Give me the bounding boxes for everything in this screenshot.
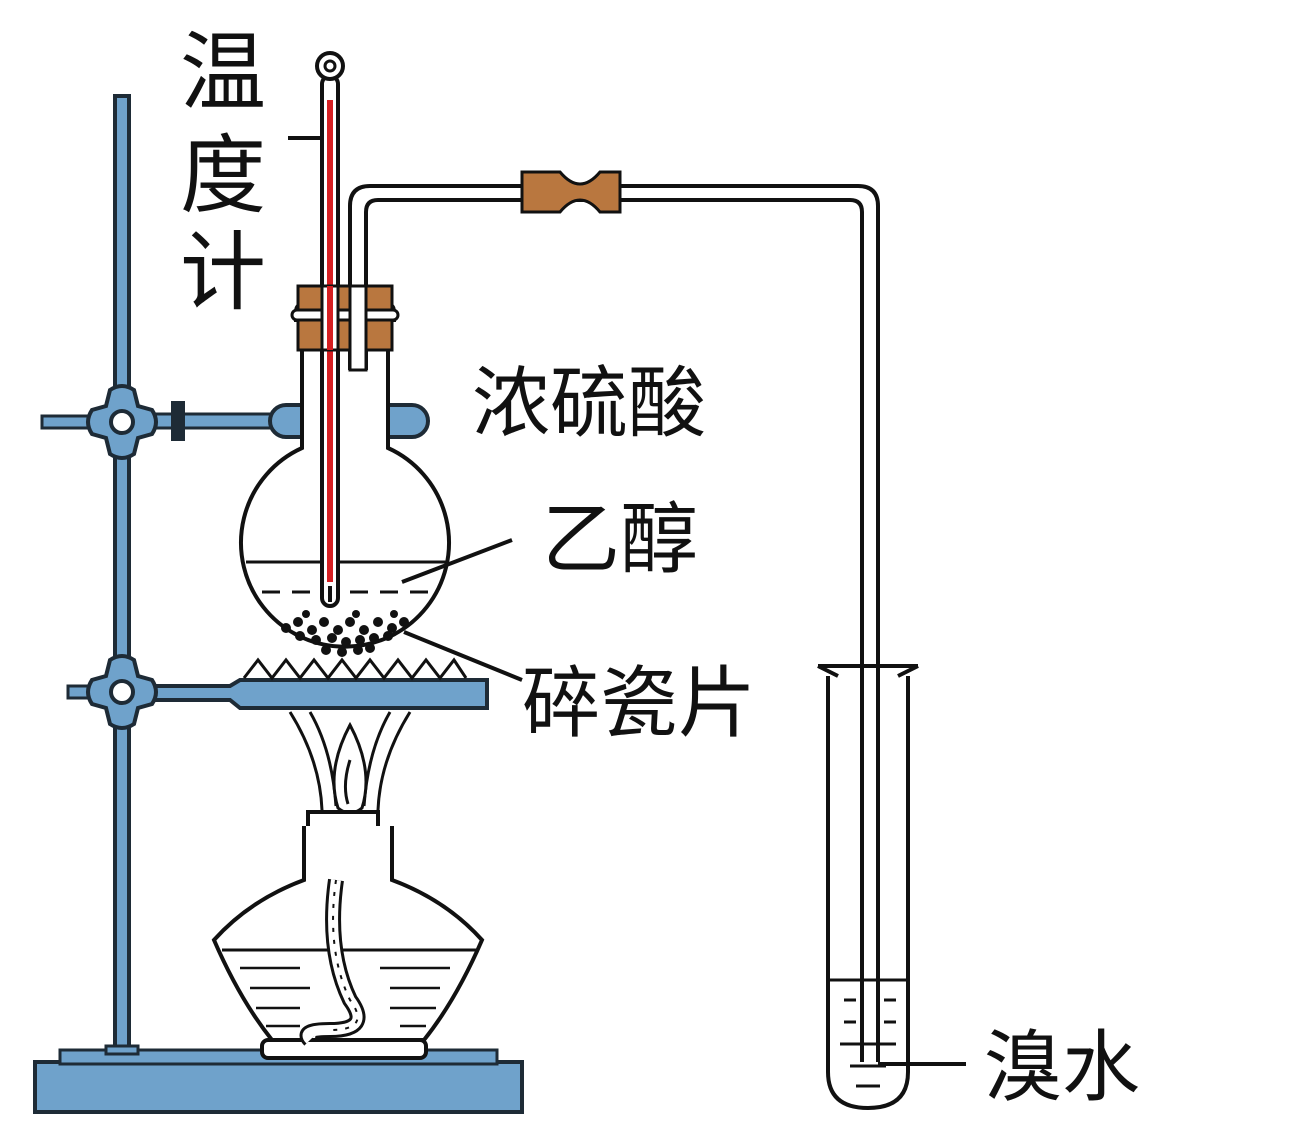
upper-clamp-rod <box>136 412 280 430</box>
flame <box>288 711 412 815</box>
stand-base <box>33 1060 524 1114</box>
ethanol-leader <box>401 538 513 584</box>
ethanol-label: 乙醇 <box>542 495 698 585</box>
porcelain-chips-dots <box>281 610 409 657</box>
alcohol-lamp <box>211 810 485 1060</box>
porcelain-leader <box>403 630 523 682</box>
wire-gauze <box>242 657 468 681</box>
flask-body <box>239 322 451 649</box>
lower-ring-arm <box>136 678 489 710</box>
round-bottom-flask <box>239 302 451 657</box>
conc-sulfuric-acid-label: 浓硫酸 <box>472 359 706 449</box>
bromine-water-label: 溴水 <box>984 1023 1140 1113</box>
rod-foot <box>104 1044 140 1056</box>
upper-clamp-knob[interactable] <box>86 384 158 460</box>
rubber-connector <box>520 170 622 214</box>
porcelain-chips-label: 碎瓷片 <box>522 659 756 749</box>
lower-clamp-knob[interactable] <box>86 654 158 730</box>
thermometer-label-char-1: 温 <box>180 23 266 123</box>
thermometer-label-char-3: 计 <box>180 223 266 323</box>
stand-rod <box>113 94 131 1054</box>
upper-clamp-collar <box>171 401 185 441</box>
leader-lines <box>288 136 966 1066</box>
rubber-stopper <box>290 284 400 372</box>
thermometer-label-char-2: 度 <box>180 126 266 226</box>
test-tube <box>817 664 919 1111</box>
